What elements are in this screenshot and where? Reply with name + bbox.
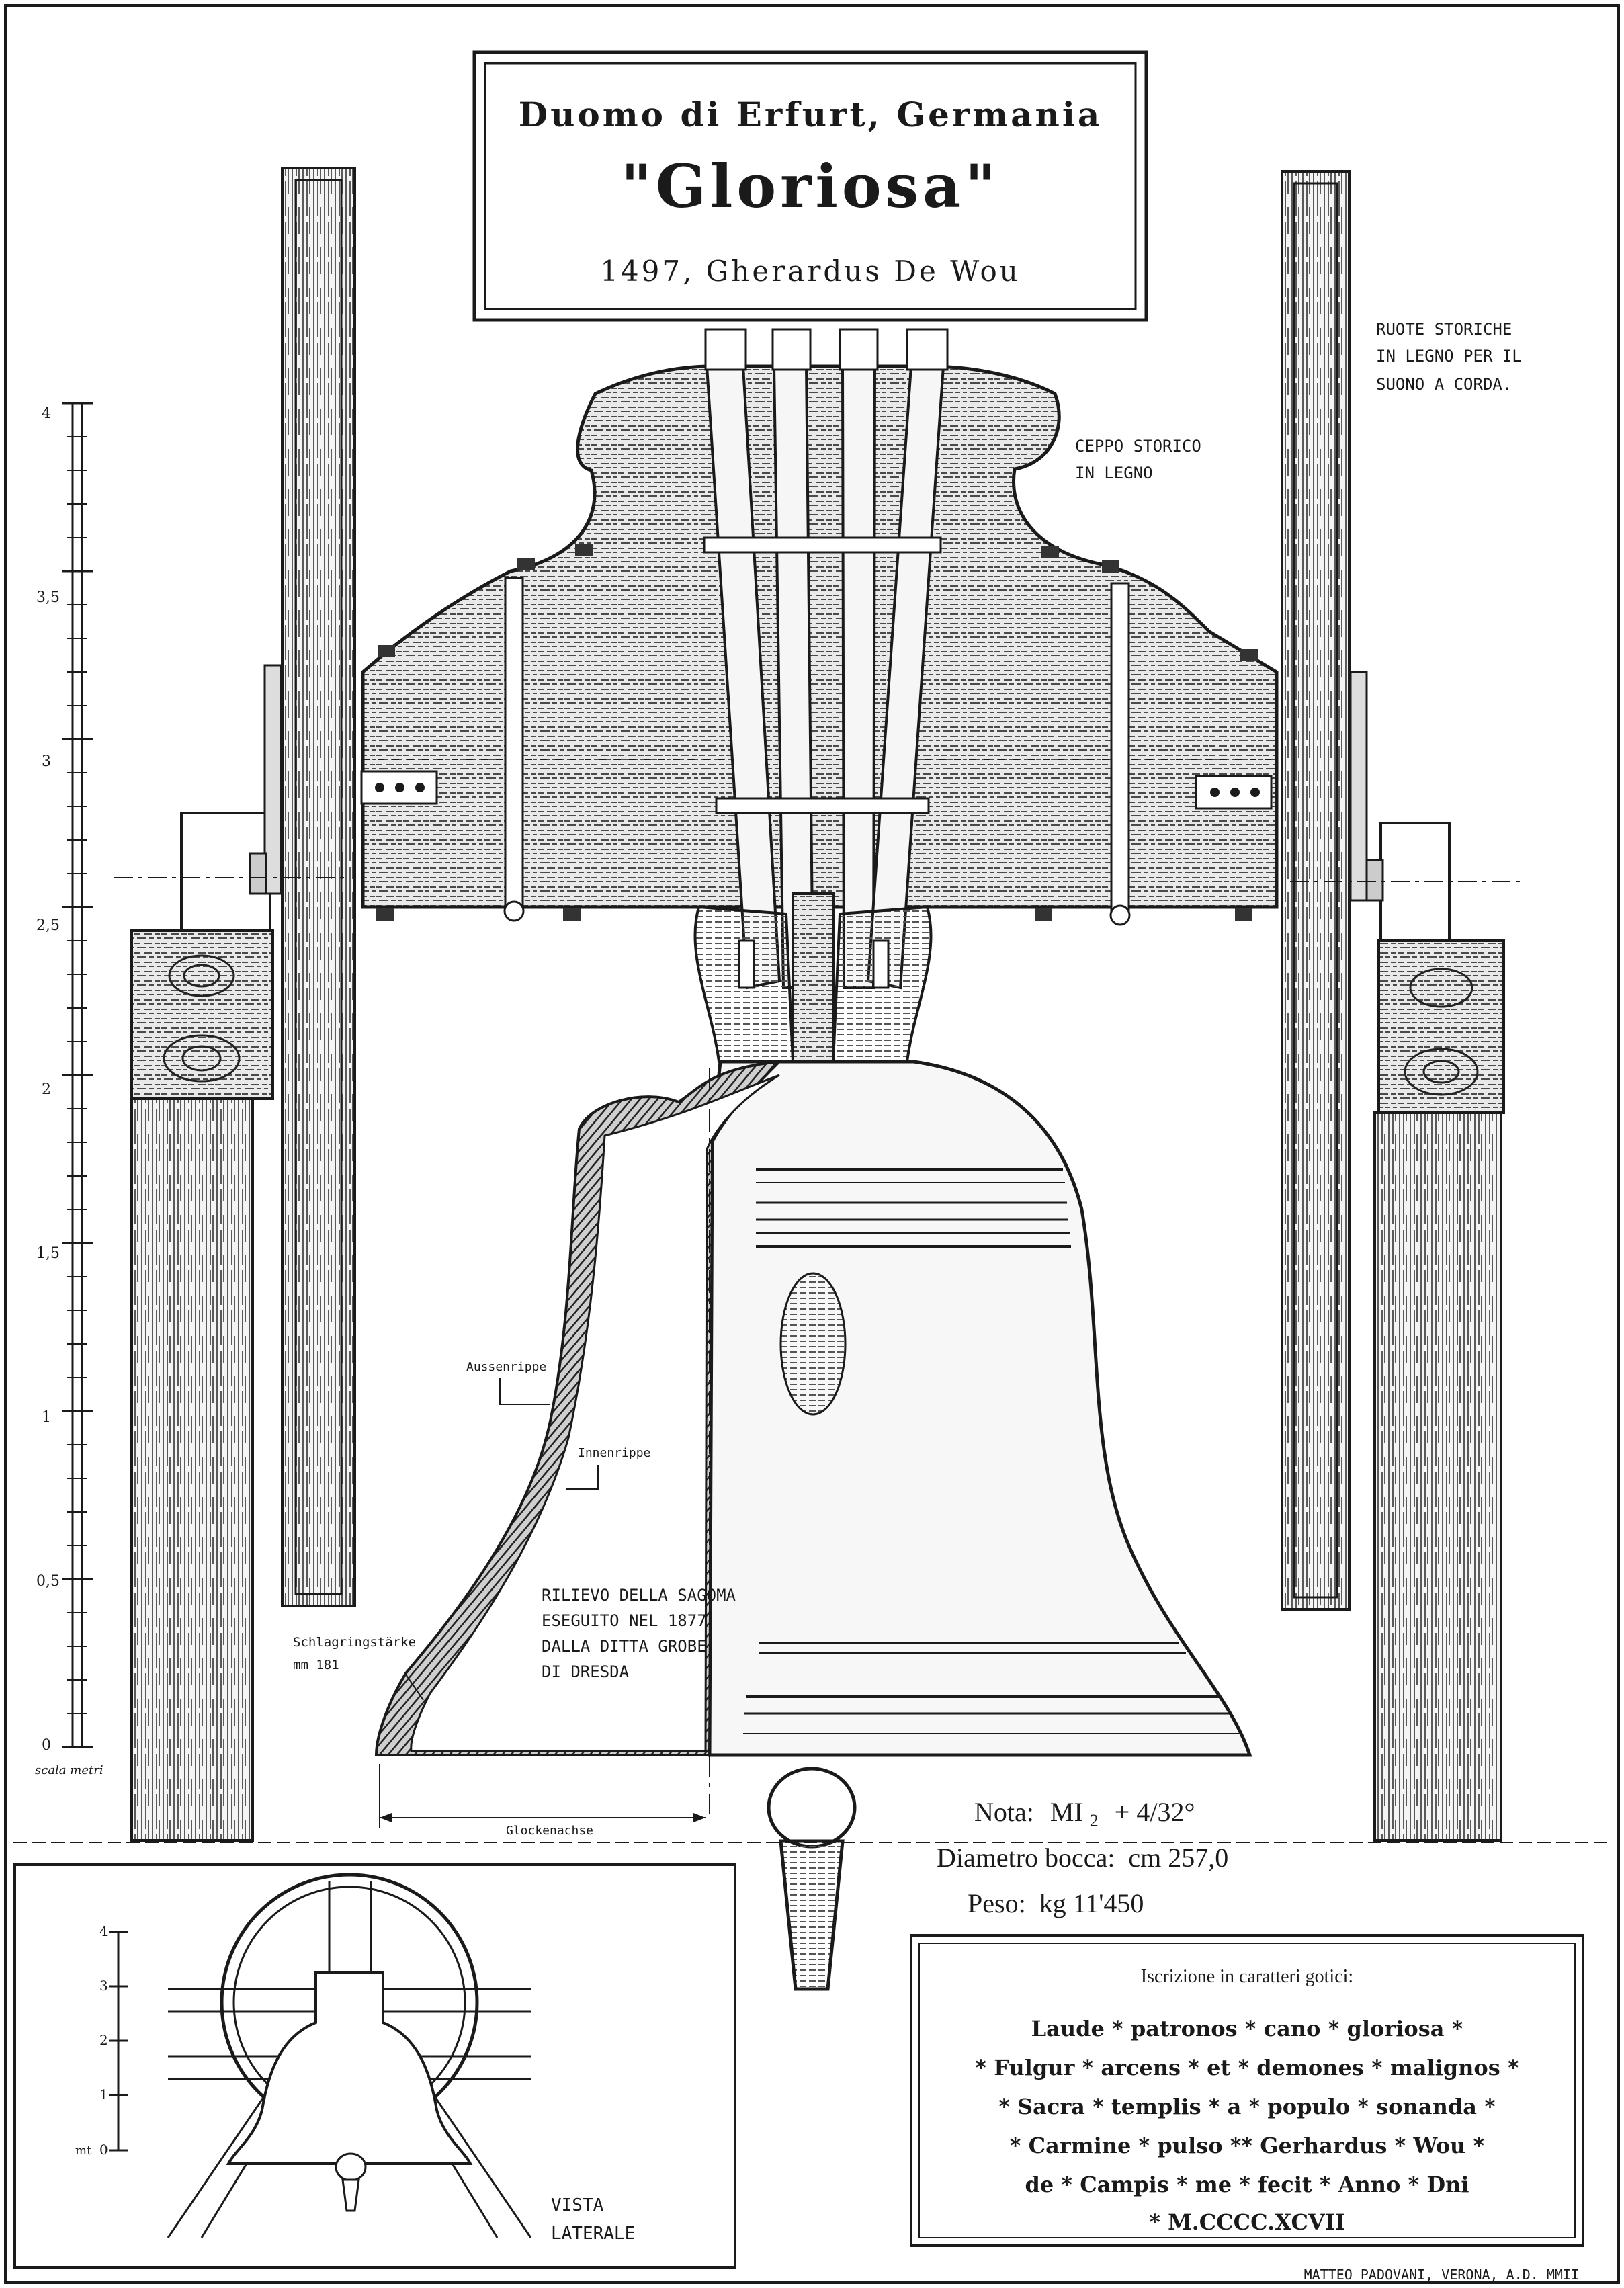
side-view-caption-1: VISTA bbox=[551, 2195, 604, 2215]
bell-body bbox=[374, 1060, 1252, 1814]
wheels-note-2: IN LEGNO PER IL bbox=[1376, 347, 1522, 366]
survey-note-3: DALLA DITTA GROBE bbox=[542, 1637, 707, 1656]
title-line-1: Duomo di Erfurt, Germania bbox=[519, 95, 1103, 134]
rim-thickness-label: Schlagringstärke bbox=[293, 1635, 416, 1650]
wheels-note-1: RUOTE STORICHE bbox=[1376, 320, 1512, 339]
left-support-post bbox=[130, 812, 274, 1842]
scale-label-1: 1 bbox=[42, 1409, 51, 1426]
right-support-post bbox=[1373, 822, 1505, 1842]
side-view-caption-2: LATERALE bbox=[551, 2223, 635, 2244]
inscription-line-5: de * Campis * me * fecit * Anno * Dni bbox=[1025, 2172, 1469, 2197]
note-octave: 2 bbox=[1090, 1811, 1099, 1830]
inscription-line-2: * Fulgur * arcens * et * demones * malig… bbox=[975, 2055, 1519, 2080]
left-rope-wheel bbox=[263, 167, 356, 1607]
sheet-border bbox=[4, 4, 1620, 2284]
side-scale-3: 3 bbox=[99, 1978, 108, 1994]
side-scale-4: 4 bbox=[99, 1923, 108, 1939]
note-label: Nota: bbox=[974, 1797, 1034, 1827]
side-scale-2: 2 bbox=[99, 2032, 108, 2048]
rim-leader bbox=[405, 1674, 424, 1701]
inscription-heading: Iscrizione in caratteri gotici: bbox=[1141, 1966, 1353, 1987]
inscription-line-1: Laude * patronos * cano * gloriosa * bbox=[1031, 2016, 1463, 2041]
scale-label-2-5: 2,5 bbox=[36, 917, 60, 934]
side-scale-unit: mt bbox=[75, 2144, 92, 2158]
scale-label-1-5: 1,5 bbox=[36, 1245, 60, 1262]
scale-label-0: 0 bbox=[42, 1737, 51, 1754]
metre-scale bbox=[62, 402, 93, 1748]
note-line: Nota: MI 2 + 4/32° bbox=[974, 1797, 1195, 1832]
scale-label-3-5: 3,5 bbox=[36, 589, 60, 606]
inscription-line-4: * Carmine * pulso ** Gerhardus * Wou * bbox=[1010, 2133, 1485, 2158]
diameter-line: Diametro bocca: cm 257,0 bbox=[937, 1842, 1228, 1873]
rim-thickness-value: mm 181 bbox=[293, 1658, 339, 1672]
inscription-line-6: * M.CCCC.XCVII bbox=[1149, 2209, 1344, 2235]
side-view-inset bbox=[13, 1863, 736, 2269]
survey-note-2: ESEGUITO NEL 1877 bbox=[542, 1611, 707, 1630]
inner-rib-leader bbox=[566, 1465, 599, 1490]
note-cents: + 4/32° bbox=[1115, 1797, 1195, 1827]
yoke-note-2: IN LEGNO bbox=[1075, 464, 1153, 482]
inscription-line-3: * Sacra * templis * a * populo * sonanda… bbox=[998, 2094, 1496, 2119]
credit-line: MATTEO PADOVANI, VERONA, A.D. MMII bbox=[1304, 2266, 1579, 2283]
wooden-yoke bbox=[114, 364, 1525, 926]
bell-clapper bbox=[767, 1767, 857, 1991]
note-value: MI bbox=[1050, 1797, 1083, 1827]
bell-crown bbox=[693, 892, 933, 1070]
title-bell-name: "Gloriosa" bbox=[621, 151, 1000, 221]
scale-label-0-5: 0,5 bbox=[36, 1573, 60, 1590]
survey-note-1: RILIEVO DELLA SAGOMA bbox=[542, 1586, 736, 1605]
outer-rib-label: Aussenrippe bbox=[466, 1360, 546, 1374]
scale-caption: scala metri bbox=[35, 1763, 103, 1777]
inscription-box bbox=[910, 1934, 1584, 2247]
survey-note-4: DI DRESDA bbox=[542, 1662, 630, 1681]
scale-label-2: 2 bbox=[42, 1081, 51, 1098]
outer-rib-leader bbox=[499, 1378, 550, 1405]
weight-line: Peso: kg 11'450 bbox=[968, 1888, 1144, 1918]
scale-label-3: 3 bbox=[42, 753, 51, 770]
title-block: Duomo di Erfurt, Germania "Gloriosa" 149… bbox=[472, 50, 1148, 322]
yoke-note-1: CEPPO STORICO bbox=[1075, 437, 1201, 456]
wheels-note-3: SUONO A CORDA. bbox=[1376, 375, 1512, 394]
bell-axis-dimension bbox=[379, 1764, 706, 1828]
axis-label: Glockenachse bbox=[506, 1824, 593, 1838]
right-rope-wheel bbox=[1281, 170, 1368, 1611]
inner-rib-label: Innenrippe bbox=[578, 1446, 650, 1460]
title-line-3: 1497, Gherardus De Wou bbox=[600, 255, 1021, 288]
scale-label-4: 4 bbox=[42, 405, 51, 422]
side-scale-1: 1 bbox=[99, 2086, 108, 2103]
side-scale-0: 0 bbox=[99, 2142, 108, 2158]
